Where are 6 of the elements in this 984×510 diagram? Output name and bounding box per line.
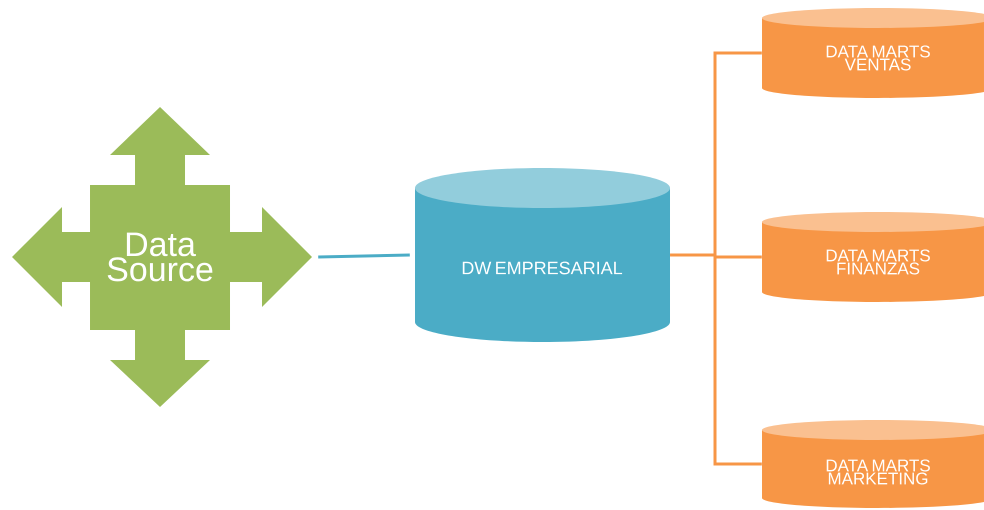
database-cylinder: DATA MARTS VENTAS [762,8,984,98]
database-cylinder: DATA MARTS MARKETING [762,420,984,508]
database-cylinder: DW EMPRESARIAL [415,168,670,342]
connector-line [318,253,410,258]
database-cylinder: DATA MARTS FINANZAS [762,212,984,302]
connector-line [670,253,762,466]
